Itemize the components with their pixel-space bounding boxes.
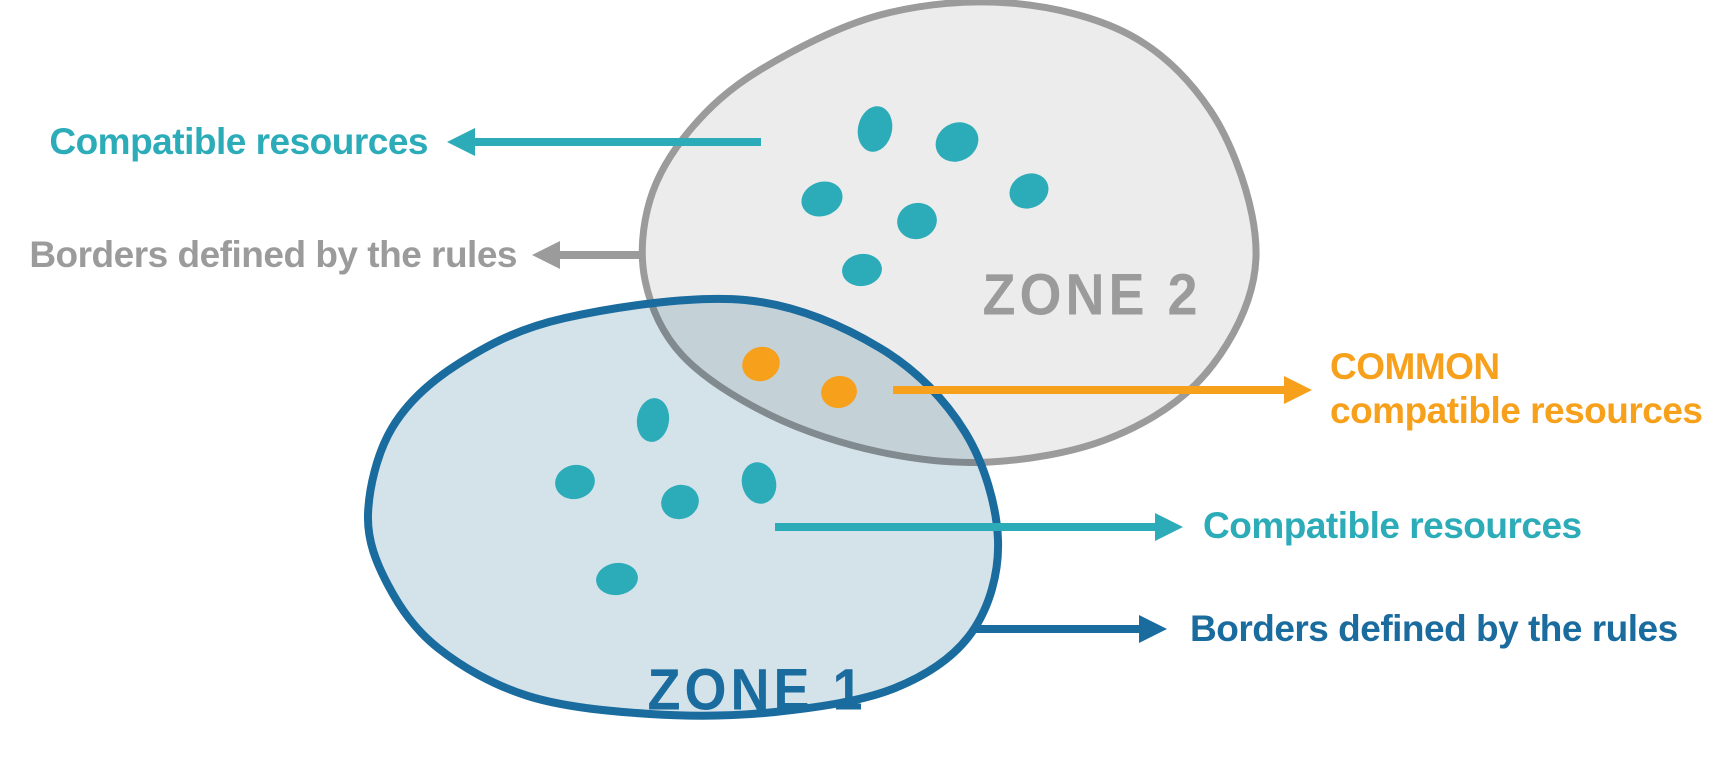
zone1-compatible-resource-dot [661,484,699,520]
zone1-title: ZONE 1 [647,657,867,723]
label-common-compatible-resources: COMMON compatible resources [1330,345,1703,433]
zone2-compatible-resource-dot [897,202,937,240]
zone2-compatible-resource-dot [1009,173,1049,209]
label-common-line2: compatible resources [1330,390,1703,431]
borders-right-arrow-head [1139,615,1167,643]
zone1-compatible-resource-dot [555,464,595,500]
zone2-compatible-resource-dot [935,122,979,162]
common-right-arrow-head [1284,376,1312,404]
common-compatible-resource-dot [821,375,857,409]
zone2-compatible-resource-dot [857,106,893,152]
zone1-border [363,294,1003,720]
label-borders-defined-right: Borders defined by the rules [1190,608,1678,649]
label-borders-defined-left: Borders defined by the rules [29,234,517,275]
label-compatible-resources-left: Compatible resources [49,121,428,162]
zone2-title: ZONE 2 [982,262,1202,328]
borders-left-arrow-head [532,241,560,269]
zone1-compatible-resource-dot [636,398,670,442]
common-compatible-resource-dot [742,346,780,382]
zone1-compatible-resource-dot [596,562,638,596]
zone1-compatible-resource-dot [741,462,777,504]
label-common-line1: COMMON [1330,346,1500,387]
zone2-compatible-resource-dot [842,253,882,287]
label-compatible-resources-right: Compatible resources [1203,505,1582,546]
compatible-left-arrow-head [447,128,475,156]
zone2-compatible-resource-dot [801,181,843,217]
compatible-right-arrow-head [1155,513,1183,541]
